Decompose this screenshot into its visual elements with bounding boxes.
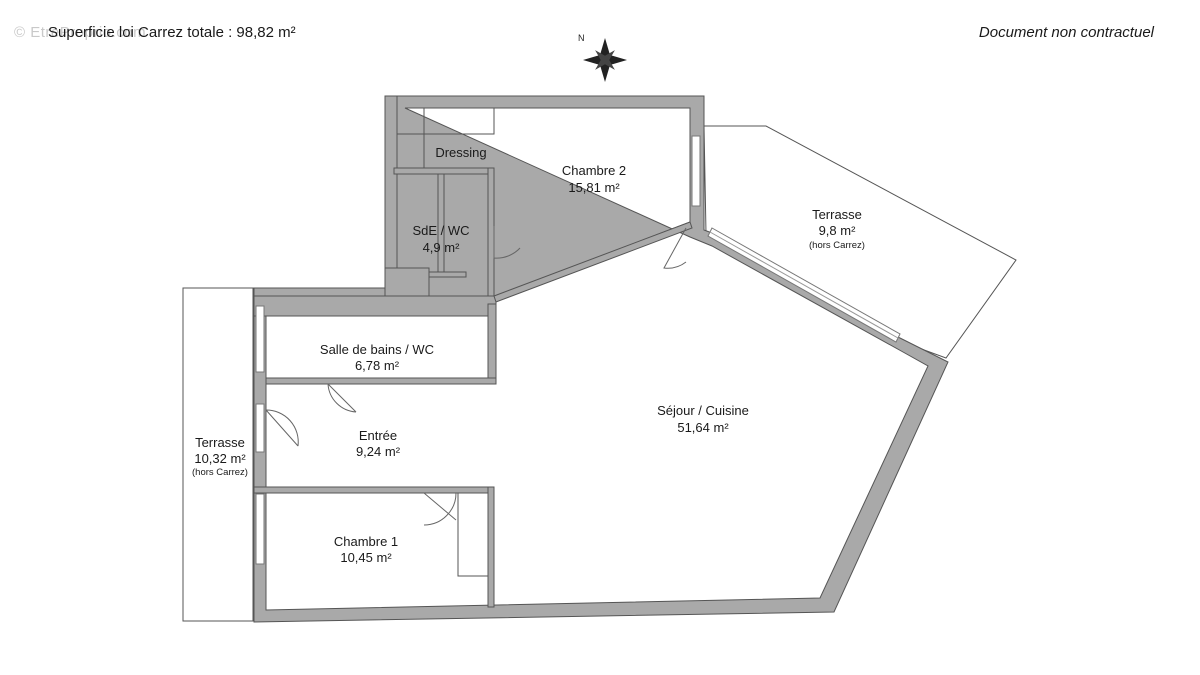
chambre1-closet — [457, 492, 489, 577]
compass-north-label: N — [578, 33, 585, 43]
inner-wall-chambre1-top — [253, 486, 495, 494]
room-name: Terrasse — [195, 435, 245, 450]
window-chambre1 — [255, 493, 265, 565]
room-name: Entrée — [359, 428, 397, 443]
inner-wall-dressing — [393, 167, 495, 175]
watermark: © EtreProprio.com — [14, 24, 147, 41]
room-sejour: Séjour / Cuisine 51,64 m² — [657, 403, 749, 435]
room-sde: SdE / WC 4,9 m² — [412, 223, 469, 255]
room-area: 10,45 m² — [340, 550, 392, 565]
room-area: 4,9 m² — [423, 240, 461, 255]
inner-wall-shower-base — [427, 271, 467, 278]
room-name: Chambre 1 — [334, 534, 398, 549]
room-name: Chambre 2 — [562, 163, 626, 178]
window-entree — [255, 403, 265, 453]
room-terrasse-left: Terrasse 10,32 m² (hors Carrez) — [192, 435, 248, 478]
room-name: Dressing — [435, 145, 486, 160]
window-chambre2 — [691, 135, 701, 207]
terrace-left-outline — [182, 287, 254, 622]
door-chambre1 — [423, 492, 457, 526]
inner-wall-sdb-bottom — [265, 377, 497, 385]
inner-wall-sdb-top — [253, 295, 497, 317]
room-note: (hors Carrez) — [809, 240, 865, 251]
room-area: 10,32 m² — [194, 451, 246, 466]
room-area: 9,24 m² — [356, 444, 401, 459]
room-dressing: Dressing — [435, 145, 486, 160]
door-sde — [493, 226, 521, 259]
door-sdb — [327, 383, 357, 413]
door-sejour — [663, 227, 687, 269]
inner-wall-chambre1-right — [487, 486, 495, 608]
room-name: Terrasse — [812, 207, 862, 222]
room-chambre2: Chambre 2 15,81 m² — [562, 163, 626, 195]
room-entree: Entrée 9,24 m² — [356, 428, 401, 459]
disclaimer-label: Document non contractuel — [978, 24, 1154, 41]
inner-wall-sdb-right — [487, 303, 497, 383]
room-sdb: Salle de bains / WC 6,78 m² — [320, 342, 434, 373]
dressing-niche — [396, 133, 425, 169]
door-entree — [265, 409, 299, 447]
dressing-closet — [423, 107, 495, 135]
window-sdb — [255, 305, 265, 373]
room-area: 6,78 m² — [355, 358, 400, 373]
room-name: Séjour / Cuisine — [657, 403, 749, 418]
room-area: 51,64 m² — [677, 420, 729, 435]
inner-wall-sde-right — [487, 167, 495, 307]
inner-wall-diagonal — [493, 221, 693, 303]
compass-icon: N — [578, 33, 627, 82]
room-name: SdE / WC — [412, 223, 469, 238]
room-area: 9,8 m² — [819, 223, 857, 238]
room-chambre1: Chambre 1 10,45 m² — [334, 534, 398, 565]
room-terrasse-right: Terrasse 9,8 m² (hors Carrez) — [809, 207, 865, 251]
room-name: Salle de bains / WC — [320, 342, 434, 357]
room-note: (hors Carrez) — [192, 467, 248, 478]
total-surface-label: Superficie loi Carrez totale : 98,82 m² — [48, 24, 296, 41]
room-area: 15,81 m² — [568, 180, 620, 195]
